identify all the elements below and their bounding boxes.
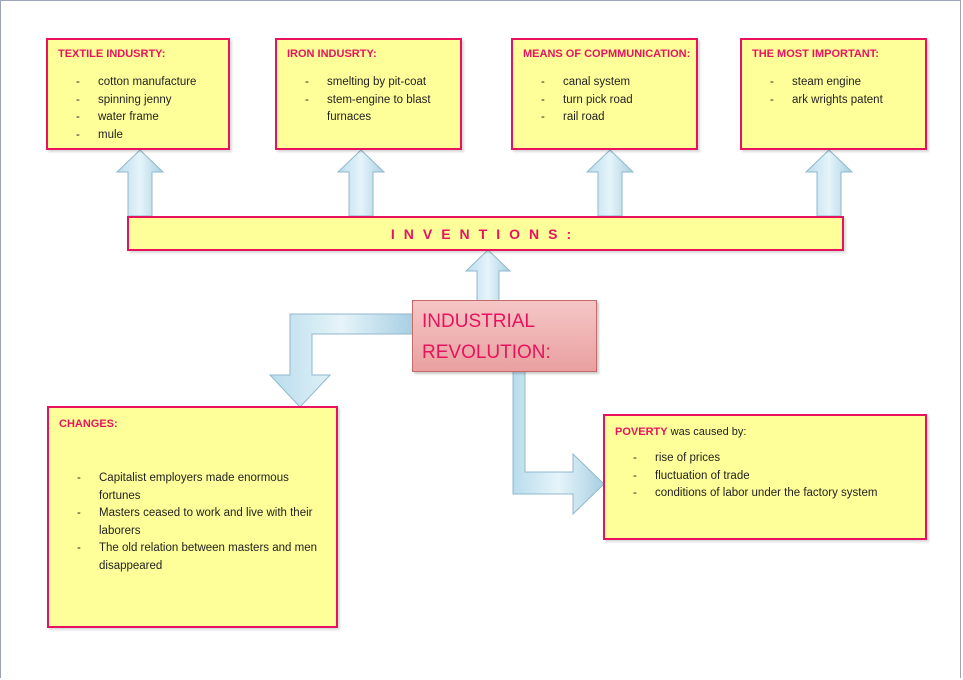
most-important-box: THE MOST IMPORTANT: steam engine ark wri… — [740, 38, 927, 150]
bent-arrow-changes — [268, 313, 414, 408]
changes-title: CHANGES: — [59, 418, 118, 430]
up-arrow-textile — [115, 149, 165, 217]
inventions-bar: INVENTIONS: — [127, 216, 844, 251]
communication-list: canal system turn pick road rail road — [513, 74, 633, 127]
list-item: The old relation between masters and men… — [49, 540, 331, 575]
list-item: rise of prices — [605, 450, 925, 468]
up-arrow-important — [804, 149, 854, 217]
communication-box: MEANS OF COPMMUNICATION: canal system tu… — [511, 38, 698, 150]
most-important-list: steam engine ark wrights patent — [742, 74, 883, 109]
inventions-label: INVENTIONS: — [390, 226, 581, 242]
iron-industry-list: smelting by pit-coat stem-engine to blas… — [277, 74, 457, 127]
poverty-title: POVERTY was caused by: — [615, 426, 746, 438]
list-item: fluctuation of trade — [605, 468, 925, 486]
changes-box: CHANGES: Capitalist employers made enorm… — [47, 406, 338, 628]
poverty-list: rise of prices fluctuation of trade cond… — [605, 450, 925, 503]
poverty-box: POVERTY was caused by: rise of prices fl… — [603, 414, 927, 540]
up-arrow-iron — [336, 149, 386, 217]
textile-industry-list: cotton manufacture spinning jenny water … — [48, 74, 196, 144]
iron-industry-box: IRON INDUSRTY: smelting by pit-coat stem… — [275, 38, 462, 150]
list-item: Capitalist employers made enormous fortu… — [49, 470, 331, 505]
list-item: smelting by pit-coat — [277, 74, 457, 92]
industrial-revolution-line2: REVOLUTION: — [422, 342, 551, 363]
bent-arrow-poverty — [512, 370, 605, 516]
up-arrow-communication — [585, 149, 635, 217]
list-item: conditions of labor under the factory sy… — [605, 485, 925, 503]
poverty-title-rest: was caused by: — [667, 426, 747, 438]
list-item: stem-engine to blast furnaces — [277, 92, 457, 127]
textile-industry-title: TEXTILE INDUSRTY: — [58, 48, 166, 60]
list-item: ark wrights patent — [742, 92, 883, 110]
list-item: canal system — [513, 74, 633, 92]
poverty-title-highlight: POVERTY — [615, 426, 668, 438]
list-item: turn pick road — [513, 92, 633, 110]
communication-title: MEANS OF COPMMUNICATION: — [523, 48, 691, 60]
iron-industry-title: IRON INDUSRTY: — [287, 48, 377, 60]
list-item: Masters ceased to work and live with the… — [49, 505, 331, 540]
up-arrow-inventions — [464, 249, 512, 302]
industrial-revolution-box: INDUSTRIAL REVOLUTION: — [412, 300, 597, 372]
most-important-title: THE MOST IMPORTANT: — [752, 48, 879, 60]
list-item: mule — [48, 127, 196, 145]
list-item: spinning jenny — [48, 92, 196, 110]
list-item: steam engine — [742, 74, 883, 92]
textile-industry-box: TEXTILE INDUSRTY: cotton manufacture spi… — [46, 38, 230, 150]
list-item: cotton manufacture — [48, 74, 196, 92]
changes-list: Capitalist employers made enormous fortu… — [49, 470, 331, 575]
list-item: water frame — [48, 109, 196, 127]
list-item: rail road — [513, 109, 633, 127]
industrial-revolution-line1: INDUSTRIAL — [422, 311, 535, 332]
